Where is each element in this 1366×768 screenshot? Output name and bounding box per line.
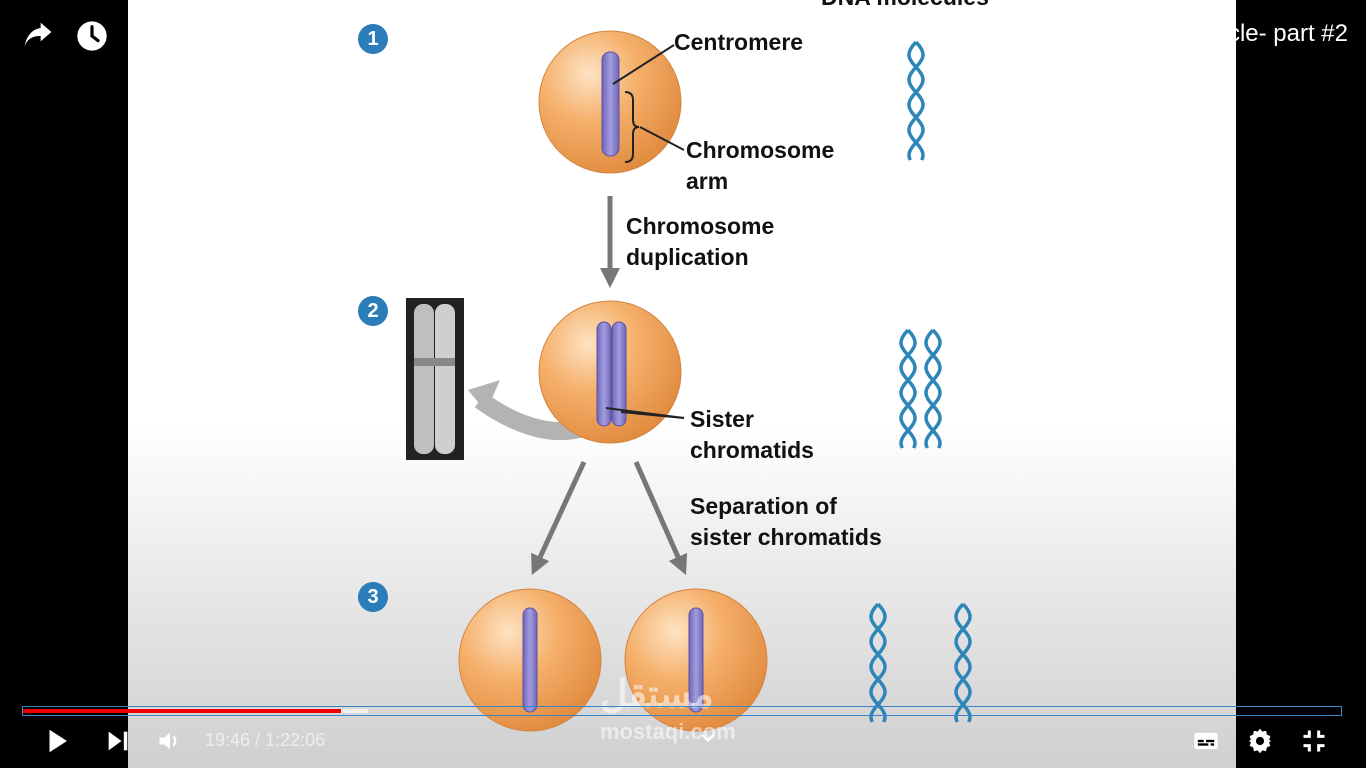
chevron-button[interactable] bbox=[698, 728, 718, 748]
clock-icon bbox=[77, 21, 107, 51]
time-display: 19:46 / 1:22:06 bbox=[205, 730, 325, 751]
share-button[interactable] bbox=[22, 20, 54, 57]
arm-pointer bbox=[639, 126, 685, 151]
cell-cycle-diagram bbox=[406, 30, 972, 732]
sister-chromatid-right bbox=[611, 321, 627, 427]
video-frame[interactable]: DNA molecules 1 2 3 Centromere Chromosom… bbox=[128, 0, 1236, 768]
captions-button[interactable] bbox=[1192, 726, 1220, 756]
progress-bar[interactable] bbox=[22, 706, 1342, 716]
cell-2 bbox=[538, 300, 685, 444]
watch-later-button[interactable] bbox=[76, 20, 108, 57]
dna-helix-1 bbox=[907, 40, 925, 161]
captions-icon bbox=[1194, 732, 1218, 750]
dna-helix-2a bbox=[899, 328, 917, 449]
label-chromosome-arm-line2: arm bbox=[686, 168, 729, 194]
chromosome-micrograph bbox=[406, 298, 464, 460]
play-button[interactable] bbox=[42, 726, 72, 756]
dna-helix-3b bbox=[954, 602, 972, 723]
step-badge-1: 1 bbox=[358, 24, 388, 54]
video-title[interactable]: The cell cycle- part #2 bbox=[1113, 20, 1348, 47]
separation-arrow-left bbox=[531, 460, 587, 576]
cell-3-left bbox=[458, 588, 602, 732]
separation-arrow-right bbox=[633, 460, 688, 576]
label-separation-line1: Separation of bbox=[690, 493, 837, 519]
step-badge-2: 2 bbox=[358, 296, 388, 326]
dna-molecules-header: DNA molecules bbox=[821, 0, 989, 13]
volume-button[interactable] bbox=[156, 726, 184, 756]
time-total: 1:22:06 bbox=[265, 730, 326, 750]
label-separation-line2: sister chromatids bbox=[690, 524, 882, 550]
label-sister-line1: Sister bbox=[690, 406, 754, 432]
volume-icon bbox=[159, 732, 177, 750]
dna-molecules bbox=[869, 40, 972, 723]
watermark: مستقل mostaqi.com bbox=[600, 672, 736, 745]
play-icon bbox=[49, 729, 67, 753]
exit-fullscreen-button[interactable] bbox=[1300, 726, 1328, 756]
dna-helix-3a bbox=[869, 602, 887, 723]
label-duplication-line2: duplication bbox=[626, 244, 749, 270]
cell-1 bbox=[538, 30, 685, 174]
chromosome-1 bbox=[601, 51, 620, 157]
next-button[interactable] bbox=[104, 726, 132, 756]
time-current: 19:46 bbox=[205, 730, 251, 750]
share-icon bbox=[24, 22, 52, 47]
label-chromosome-arm-line1: Chromosome bbox=[686, 137, 835, 163]
centromere-pointer bbox=[612, 44, 675, 85]
label-centromere: Centromere bbox=[674, 29, 804, 55]
label-duplication-line1: Chromosome bbox=[626, 213, 775, 239]
arm-bracket bbox=[624, 91, 640, 163]
next-icon bbox=[108, 731, 128, 751]
cell-3-right bbox=[624, 588, 768, 732]
chevron-down-icon bbox=[701, 733, 715, 742]
settings-button[interactable] bbox=[1246, 726, 1274, 756]
dna-helix-2b bbox=[924, 328, 942, 449]
gear-icon bbox=[1248, 728, 1272, 754]
time-separator: / bbox=[250, 730, 266, 750]
label-sister-line2: chromatids bbox=[690, 437, 814, 463]
watermark-arabic: مستقل bbox=[600, 674, 714, 716]
exit-fullscreen-icon bbox=[1303, 730, 1325, 752]
progress-played bbox=[23, 709, 341, 713]
step-badge-3: 3 bbox=[358, 582, 388, 612]
watermark-latin: mostaqi.com bbox=[600, 719, 736, 744]
sister-chromatid-left bbox=[596, 321, 612, 427]
